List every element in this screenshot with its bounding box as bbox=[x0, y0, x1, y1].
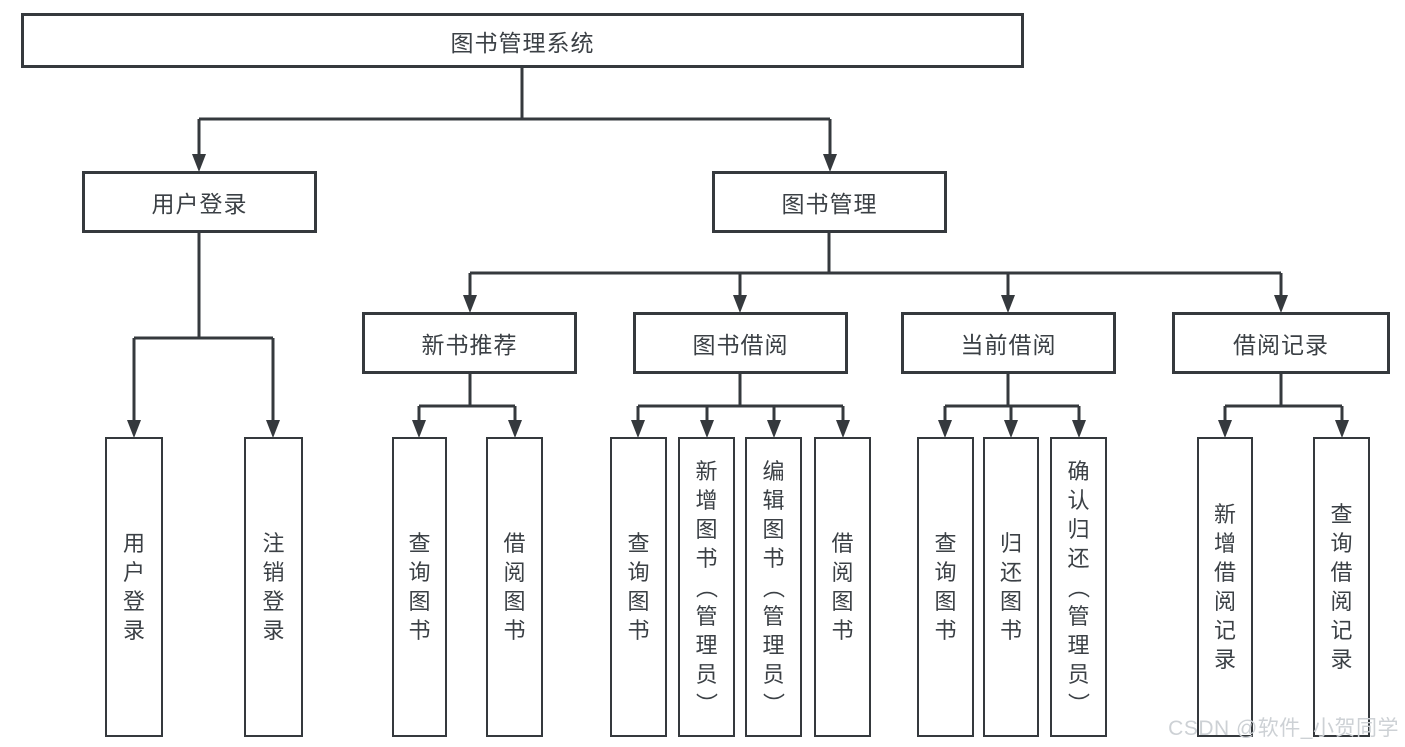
leaf-borrow-book-1: 借阅图书 bbox=[486, 437, 543, 737]
arrowhead bbox=[938, 420, 952, 438]
connector-borrow-record bbox=[1223, 374, 1344, 420]
arrowhead bbox=[733, 295, 747, 313]
arrowhead bbox=[1274, 295, 1288, 313]
arrowhead bbox=[412, 420, 426, 438]
node-book-management: 图书管理 bbox=[712, 171, 947, 233]
node-new-book-recommend: 新书推荐 bbox=[362, 312, 577, 374]
connector-book-borrow bbox=[636, 374, 845, 420]
arrowhead bbox=[700, 420, 714, 438]
arrowhead bbox=[463, 295, 477, 313]
connector-new-book bbox=[417, 374, 517, 420]
leaf-return-book: 归还图书 bbox=[983, 437, 1039, 737]
arrowhead bbox=[1072, 420, 1086, 438]
arrowhead bbox=[836, 420, 850, 438]
leaf-add-book-admin: 新增图书（管理员） bbox=[678, 437, 735, 737]
node-root-system: 图书管理系统 bbox=[21, 13, 1024, 68]
leaf-logout: 注销登录 bbox=[244, 437, 303, 737]
arrowhead bbox=[192, 154, 206, 172]
connector-current-borrow bbox=[943, 374, 1081, 420]
arrowhead bbox=[508, 420, 522, 438]
connector-root bbox=[197, 68, 832, 154]
leaf-add-borrow-record: 新增借阅记录 bbox=[1197, 437, 1253, 737]
arrowhead bbox=[127, 420, 141, 438]
arrowhead bbox=[767, 420, 781, 438]
node-user-login: 用户登录 bbox=[82, 171, 317, 233]
leaf-query-book-3: 查询图书 bbox=[917, 437, 974, 737]
leaf-user-login: 用户登录 bbox=[105, 437, 163, 737]
node-borrow-record: 借阅记录 bbox=[1172, 312, 1390, 374]
node-current-borrow: 当前借阅 bbox=[901, 312, 1116, 374]
leaf-confirm-return-admin: 确认归还（管理员） bbox=[1050, 437, 1107, 737]
arrowhead bbox=[1218, 420, 1232, 438]
leaf-edit-book-admin: 编辑图书（管理员） bbox=[745, 437, 802, 737]
arrowhead bbox=[1335, 420, 1349, 438]
watermark: CSDN @软件_小贺同学 bbox=[1168, 717, 1399, 740]
arrowhead bbox=[631, 420, 645, 438]
leaf-query-book-2: 查询图书 bbox=[610, 437, 667, 737]
arrowhead bbox=[823, 154, 837, 172]
arrowhead bbox=[1004, 420, 1018, 438]
leaf-query-book-1: 查询图书 bbox=[392, 437, 447, 737]
arrowhead bbox=[266, 420, 280, 438]
leaf-query-borrow-record: 查询借阅记录 bbox=[1313, 437, 1370, 737]
arrowhead bbox=[1001, 295, 1015, 313]
leaf-borrow-book-2: 借阅图书 bbox=[814, 437, 871, 737]
connector-book-mgmt bbox=[468, 233, 1283, 295]
node-book-borrow: 图书借阅 bbox=[633, 312, 848, 374]
connector-user-login bbox=[132, 233, 275, 420]
